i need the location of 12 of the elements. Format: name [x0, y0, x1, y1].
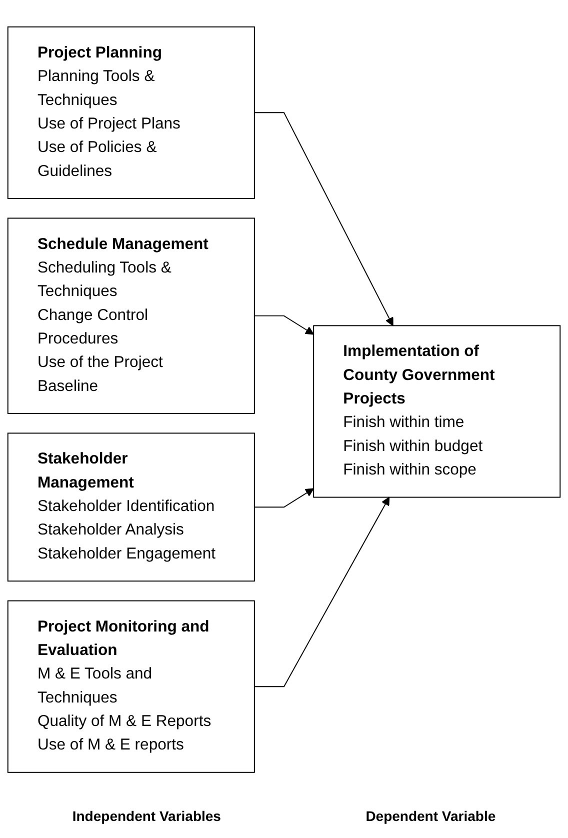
node-box: [7, 433, 255, 582]
node-box: [7, 26, 255, 200]
node-box: [7, 218, 255, 414]
flowchart: Project Planning Planning Tools & Techniques Use of Project Plans Use of Policies & Guidelines Schedule Management Scheduling Tools & Techniques Change Control Procedures Use of the Project Baseline Stakeholder Management Stakeholder Identification Stakeholder Analysis Stakeholder Engagement Project Monitoring and Evaluation M & E Tools and Techniques Quality of M & E Reports Use of M & E reports Implementation of County Government Projects Finish within time Finish within budget Finish within scope: [0, 19, 568, 781]
arrow: [254, 488, 314, 508]
node-box: [7, 600, 255, 774]
arrow: [254, 497, 390, 688]
arrow: [254, 112, 394, 326]
column-caption: Independent Variables: [72, 808, 221, 824]
column-caption: Dependent Variable: [366, 808, 496, 824]
arrow: [254, 316, 314, 336]
node-box: [313, 326, 561, 498]
